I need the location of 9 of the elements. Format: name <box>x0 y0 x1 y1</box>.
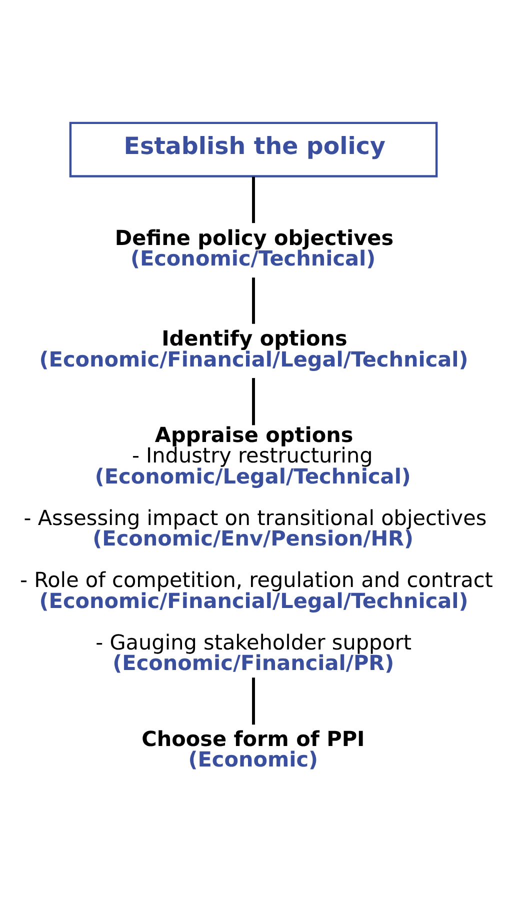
node-text: Define policy objectives (Economic/Technical) <box>114 225 394 270</box>
connector <box>252 378 255 425</box>
node-text: Choose form of PPI (Economic) <box>142 726 365 772</box>
connector <box>252 677 255 724</box>
connector <box>252 176 255 223</box>
node-text: Appraise options - Industry restructuring (Economic/Legal/Technical) - Assessing impact on transitional objectives (Economic/Env/Pension/HR) - Role of competition, regulation and contract (Economic/Financial/Legal/Technical) - Gauging stakeholder support (Economic/Financial/PR) <box>20 422 493 675</box>
node-text: Identify options (Economic/Financial/Legal/Technical) <box>39 326 468 371</box>
connector <box>252 277 255 324</box>
node-box: Establish the policy <box>69 121 438 177</box>
